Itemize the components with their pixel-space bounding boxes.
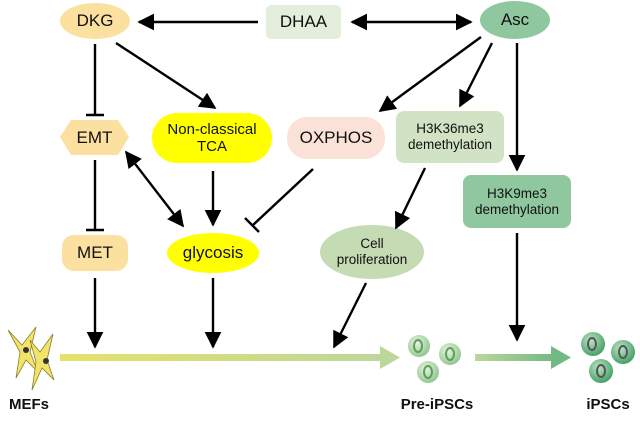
dkg-node-shape [60,3,130,39]
progress-arrowhead-2 [551,346,571,369]
non-classical-tca-node-shape [152,113,272,163]
mefs-label: MEFs [8,396,49,413]
dhaa-node-shape [266,5,341,39]
edge-cell-proliferation-to-progression [332,282,368,349]
edge-oxphos-inhibits-glycosis [252,168,314,226]
ipscs-cells-icon [581,332,635,383]
glycosis-node-shape [167,233,259,273]
dhaa-label: DHAA [279,12,328,32]
emt-node: EMT [60,120,129,155]
dhaa-node: DHAA [266,5,341,39]
h3k36-label-line1: H3K36me3 [416,121,484,137]
h3k36-node: H3K36me3 demethylation [396,111,504,163]
h3k9-node-shape [463,175,571,228]
edges [86,13,526,349]
pre-ipscs-cells-icon [408,335,461,383]
tca-label-line1: Non-classical [167,120,257,138]
mefs-cells-icon [7,326,55,391]
glycosis-node: glycosis [167,233,259,273]
dkg-label: DKG [76,11,114,31]
edge-dkg-to-tca [115,41,217,110]
met-node-shape [62,235,128,271]
edge-oxphos-inhibits-glycosis-bar [244,217,260,233]
edge-asc-to-h3k36 [458,42,494,108]
emt-label: EMT [76,127,113,147]
cell-proliferation-node: Cell proliferation [320,225,424,279]
oxphos-node: OXPHOS [287,117,385,159]
h3k9-label-line1: H3K9me3 [486,185,548,201]
h3k36-node-shape [396,111,504,163]
edge-asc-to-oxphos [378,36,482,112]
h3k36-label-line2: demethylation [407,137,493,152]
asc-label: Asc [500,10,530,30]
dkg-node: DKG [60,3,130,39]
h3k9-node: H3K9me3 demethylation [463,175,571,228]
progress-arrowhead-1 [380,346,400,369]
cell-prolif-label-line1: Cell [360,236,384,252]
oxphos-node-shape [287,117,385,159]
progress-arrow-pre-ipscs-to-ipscs [475,354,553,361]
asc-node-shape [480,1,550,39]
non-classical-tca-node: Non-classical TCA [152,113,272,163]
progress-arrow-mefs-to-pre-ipscs [60,354,382,361]
tca-label-line2: TCA [197,138,227,155]
emt-node-shape [60,120,129,155]
cell-prolif-label-line2: proliferation [336,252,408,267]
asc-node: Asc [480,1,550,39]
ipscs-label: iPSCs [586,396,630,413]
h3k9-label-line2: demethylation [474,201,560,217]
cell-proliferation-node-shape [320,225,424,279]
edge-emt-glycosis-bidirectional [124,150,185,228]
pre-ipscs-label: Pre-iPSCs [400,396,474,413]
met-node: MET [62,235,128,271]
glycosis-label: glycosis [182,243,244,263]
met-label: MET [77,243,113,263]
oxphos-label: OXPHOS [299,128,373,148]
edge-h3k36-to-cell-proliferation [394,167,427,230]
